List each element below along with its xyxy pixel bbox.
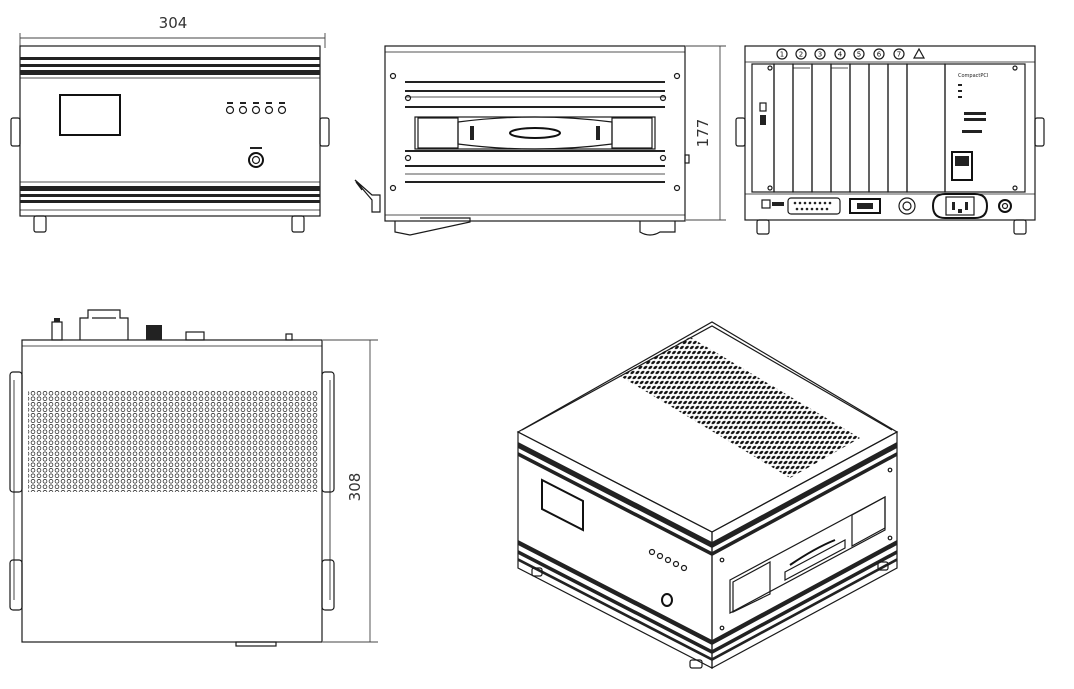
ac-inlet	[931, 193, 989, 219]
fuse-holder	[951, 151, 973, 181]
svg-text:1: 1	[780, 51, 784, 59]
svg-text:4: 4	[838, 51, 843, 59]
side-view: 177	[354, 45, 726, 236]
power-switch	[849, 198, 881, 214]
rear-view: 1 2 3 4 5 6 7	[735, 45, 1045, 235]
display-window	[59, 94, 121, 136]
height-label: 177	[694, 119, 712, 148]
depth-label: 308	[346, 473, 364, 502]
card-slots	[751, 63, 1026, 193]
db-connector	[787, 197, 841, 215]
svg-text:5: 5	[857, 51, 861, 59]
slot-numbers: 1 2 3 4 5 6 7	[776, 47, 926, 60]
width-dimension: 304	[19, 14, 326, 48]
height-dimension: 177	[686, 45, 726, 221]
foot	[33, 215, 47, 233]
round-connector	[898, 197, 916, 215]
foot	[291, 215, 305, 233]
top-vent-grille	[620, 337, 860, 478]
svg-text:7: 7	[897, 51, 901, 59]
svg-text:2: 2	[799, 51, 803, 59]
brand-label: CompactPCI	[958, 73, 988, 79]
left-handle	[10, 117, 21, 147]
iso-power-button	[661, 593, 673, 607]
svg-text:6: 6	[877, 51, 882, 59]
vent-grille	[28, 390, 318, 492]
iso-indicator-leds	[648, 548, 688, 572]
iso-display-window	[541, 478, 584, 532]
carry-handle	[414, 116, 656, 150]
isometric-view	[516, 321, 899, 670]
warning-icon	[912, 47, 926, 59]
depth-dimension: 308	[323, 339, 378, 643]
svg-text:3: 3	[818, 51, 822, 59]
width-label: 304	[159, 14, 188, 32]
front-view: 304	[10, 14, 330, 233]
power-button	[248, 147, 264, 168]
iso-carry-handle	[729, 495, 886, 615]
top-view: 308	[9, 309, 378, 647]
right-handle	[319, 117, 330, 147]
ground-terminal	[998, 199, 1012, 213]
indicator-leds	[225, 102, 287, 115]
